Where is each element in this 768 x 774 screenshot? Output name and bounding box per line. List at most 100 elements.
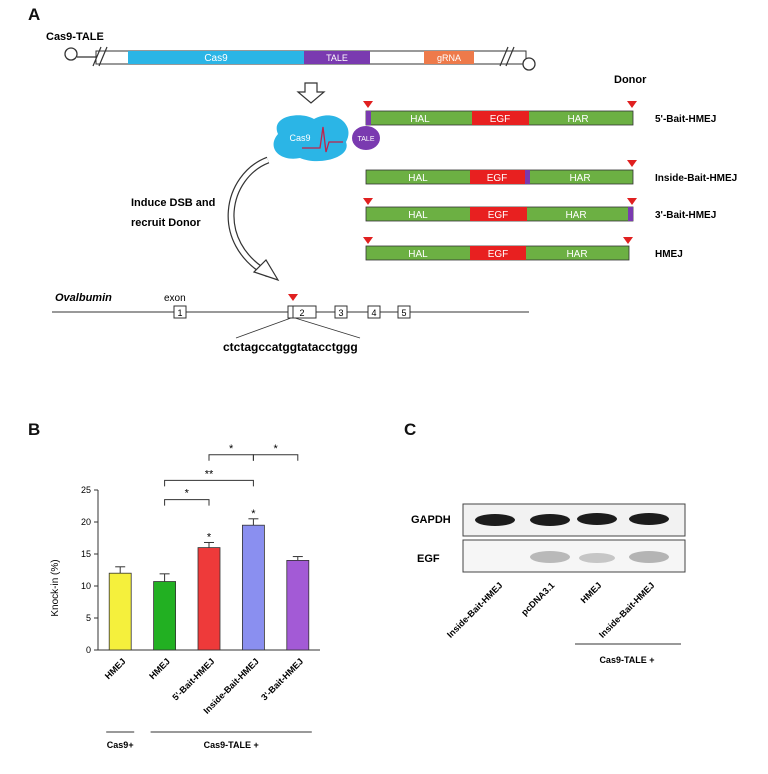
arrow-caption-line2: recruit Donor xyxy=(131,217,201,229)
significance-label: ** xyxy=(205,468,214,480)
dna-signal-line xyxy=(302,126,343,153)
egf-segment xyxy=(470,207,527,221)
egf-segment xyxy=(470,246,526,260)
group-label: Cas9-TALE + xyxy=(204,740,259,750)
cut-site-marker xyxy=(627,160,637,167)
hal-label: HAL xyxy=(408,173,428,184)
egf-band xyxy=(579,553,615,563)
egf-label: EGF xyxy=(490,114,511,125)
cut-site-marker xyxy=(623,237,633,244)
cas9-segment xyxy=(128,51,304,64)
down-arrow xyxy=(296,82,326,104)
har-label: HAR xyxy=(569,173,590,184)
egf-band xyxy=(629,551,669,563)
x-tick-label: 5'-Bait-HMEJ xyxy=(170,656,216,702)
donor-row-3-bait: HAL EGF HAR 3'-Bait-HMEJ xyxy=(363,198,716,222)
exon-number: 5 xyxy=(401,308,406,318)
x-tick-label: HMEJ xyxy=(147,656,172,681)
arrow-caption-line1: Induce DSB and xyxy=(131,197,215,209)
exon-number: 1 xyxy=(177,308,182,318)
significance-label: * xyxy=(185,488,190,500)
cas9-segment-label: Cas9 xyxy=(204,53,228,64)
exon-number: 4 xyxy=(371,308,376,318)
cut-site-marker xyxy=(363,198,373,205)
grna-segment xyxy=(424,51,474,64)
hal-label: HAL xyxy=(408,249,428,260)
exon-box xyxy=(367,305,381,319)
egf-segment xyxy=(472,111,529,125)
y-tick-label: 5 xyxy=(86,613,91,623)
target-cut-marker xyxy=(288,294,298,301)
donor-name: HMEJ xyxy=(655,249,683,260)
hal-label: HAL xyxy=(408,210,428,221)
exon-label: exon xyxy=(164,293,186,304)
exon-number: 2 xyxy=(299,308,304,318)
blot-lane-label: Inside-Bait-HMEJ xyxy=(445,580,504,639)
bar-significance-star: * xyxy=(207,531,212,543)
har-label: HAR xyxy=(565,210,586,221)
significance-label: * xyxy=(273,443,278,455)
donor-row-5-bait: HAL EGF HAR 5'-Bait-HMEJ xyxy=(363,101,716,126)
cut-site-marker xyxy=(627,198,637,205)
significance-bracket xyxy=(252,454,299,461)
blot-row-label-egf: EGF xyxy=(417,553,440,565)
bar xyxy=(153,581,176,651)
bar xyxy=(241,524,265,651)
har-label: HAR xyxy=(566,249,587,260)
donor-header: Donor xyxy=(614,74,647,86)
bait-site xyxy=(525,170,530,184)
bar xyxy=(197,547,221,651)
bait-site xyxy=(366,111,371,125)
gapdh-band xyxy=(475,514,515,526)
target-sequence: ctctagccatggtatacctggg xyxy=(223,340,358,354)
donor-name: Inside-Bait-HMEJ xyxy=(655,173,737,184)
bait-site xyxy=(628,207,633,221)
tale-segment xyxy=(304,51,370,64)
group-label: Cas9+ xyxy=(107,740,134,750)
y-tick-label: 0 xyxy=(86,645,91,655)
blot-lane-label: pcDNA3.1 xyxy=(519,580,556,617)
significance-bracket xyxy=(164,499,210,506)
exon-box xyxy=(334,305,348,319)
construct-right-end xyxy=(522,57,536,71)
donor-row-inside-bait: HAL EGF HAR Inside-Bait-HMEJ xyxy=(365,160,737,185)
construct-left-end xyxy=(64,47,78,61)
har-label: HAR xyxy=(567,114,588,125)
grna-segment-label: gRNA xyxy=(437,53,461,63)
blot-group-label: Cas9-TALE + xyxy=(599,655,654,665)
panel-b-letter: B xyxy=(28,420,41,439)
cut-site-marker xyxy=(363,237,373,244)
egf-label: EGF xyxy=(487,173,508,184)
panel-c-letter: C xyxy=(404,420,417,439)
tale-protein-label: TALE xyxy=(358,136,375,143)
bar-significance-star: * xyxy=(251,508,256,520)
gapdh-band xyxy=(530,514,570,526)
cut-site-marker xyxy=(627,101,637,108)
egf-label: EGF xyxy=(488,210,509,221)
significance-bracket xyxy=(208,454,254,461)
egf-segment xyxy=(470,170,525,184)
hal-label: HAL xyxy=(410,114,430,125)
exon-box xyxy=(287,305,317,319)
tale-segment-label: TALE xyxy=(326,53,348,63)
cas9-protein-shape xyxy=(273,115,349,162)
bar xyxy=(108,572,132,651)
gapdh-band xyxy=(577,513,617,525)
blot-lane-label: Inside-Bait-HMEJ xyxy=(597,580,656,639)
cut-site-marker xyxy=(363,101,373,108)
blot-row-label-gapdh: GAPDH xyxy=(411,514,451,526)
exon-number: 3 xyxy=(338,308,343,318)
panel-a-letter: A xyxy=(28,5,41,24)
donor-name: 5'-Bait-HMEJ xyxy=(655,114,716,125)
y-tick-label: 15 xyxy=(81,549,91,559)
donor-row-hmej: HAL EGF HAR HMEJ xyxy=(363,237,683,261)
exon-box xyxy=(397,305,411,319)
western-blot-panel: GAPDH EGF Inside-Bait-HMEJ pcDNA3.1 HMEJ… xyxy=(411,503,686,665)
significance-label: * xyxy=(229,443,234,455)
cas9-protein-label: Cas9 xyxy=(289,133,310,143)
y-tick-label: 10 xyxy=(81,581,91,591)
blot-lane-label: HMEJ xyxy=(579,580,604,605)
y-tick-label: 25 xyxy=(81,485,91,495)
bar xyxy=(286,560,310,651)
